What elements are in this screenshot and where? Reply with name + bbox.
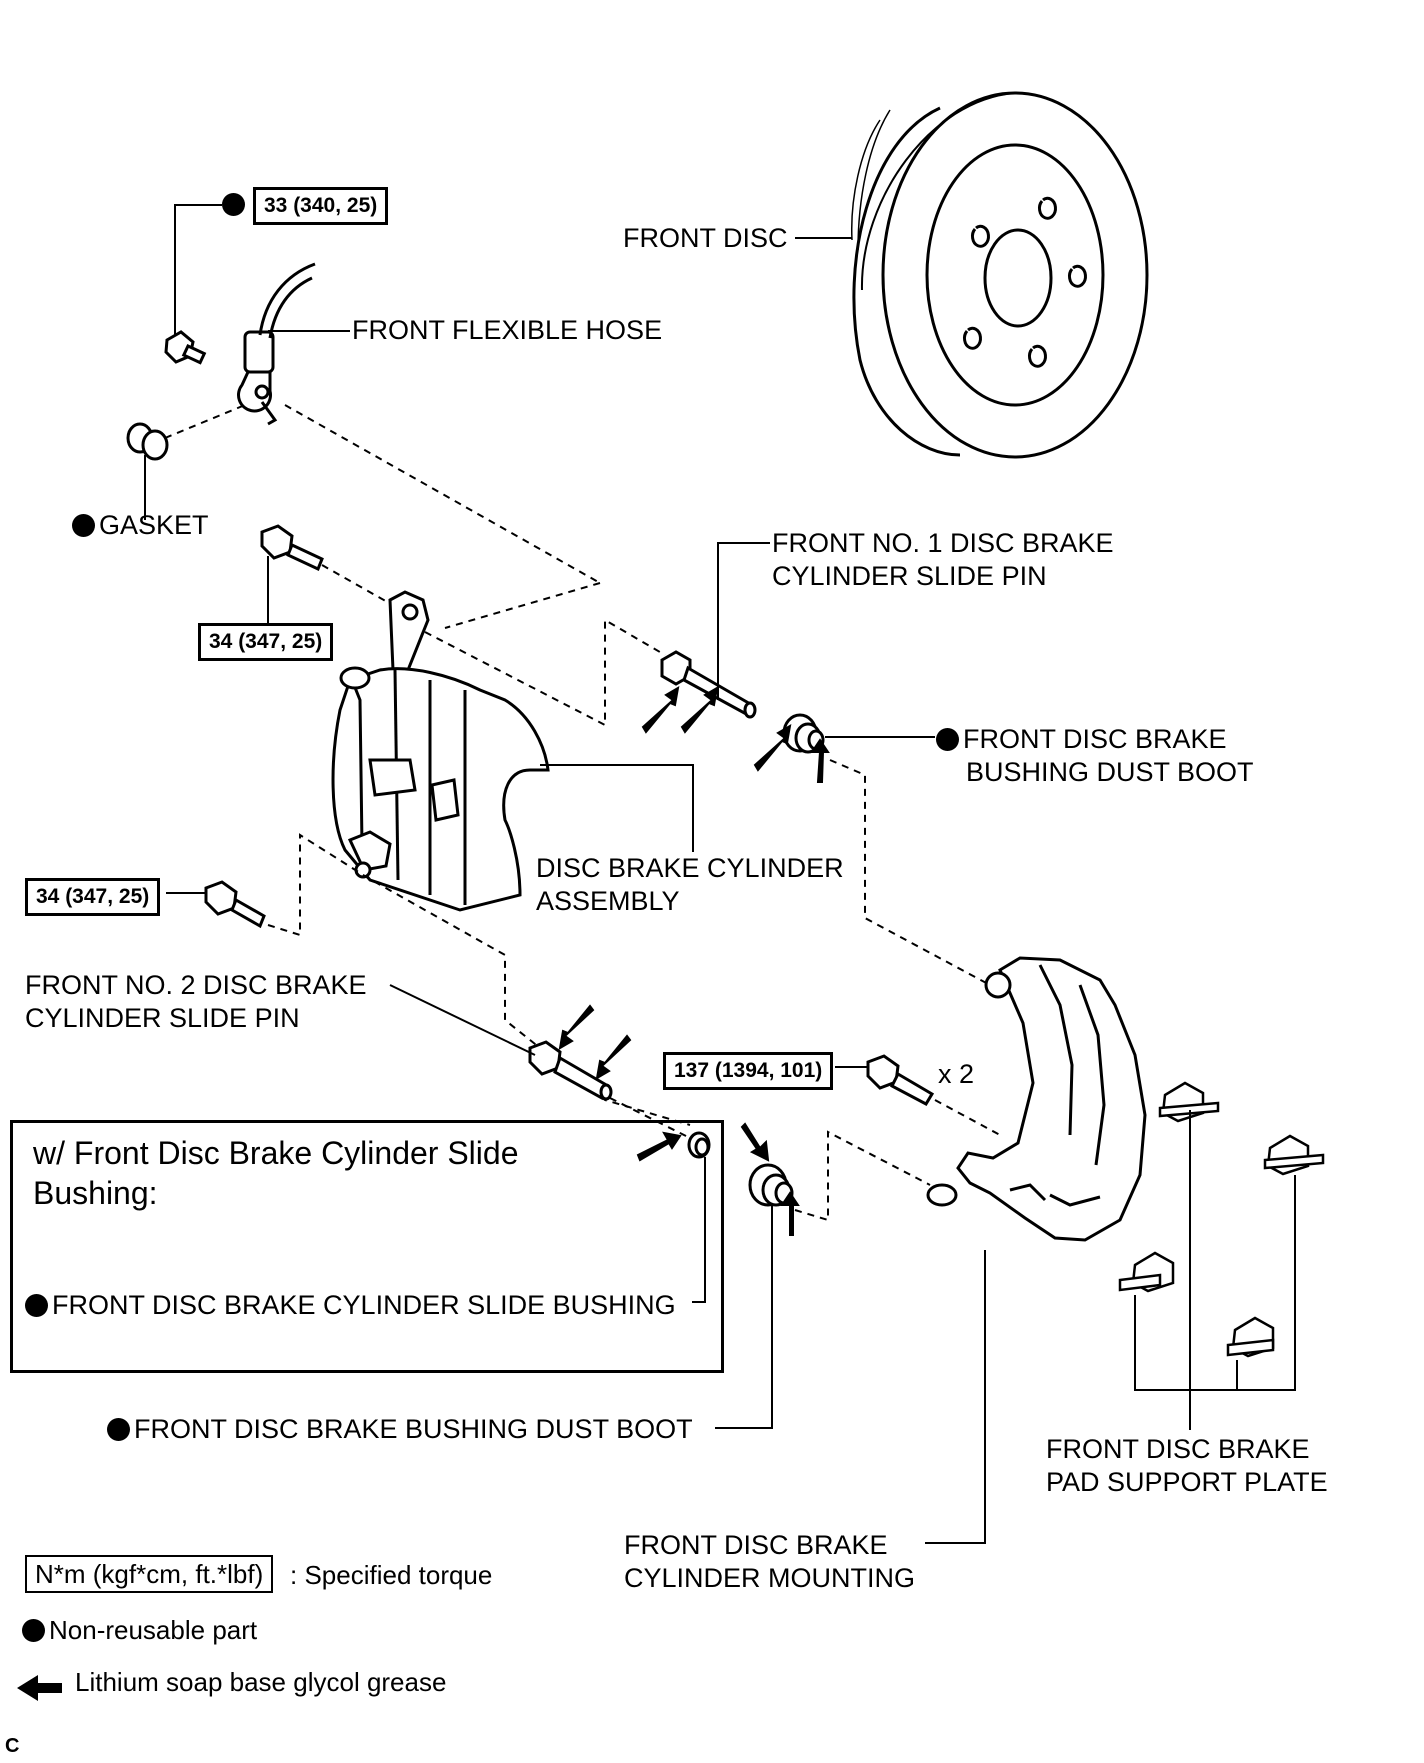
slide-pin-2-dash xyxy=(609,1097,691,1139)
slide-bushing-leader xyxy=(692,1157,706,1303)
lower-caliper-bolt-drawing xyxy=(204,880,266,929)
non-reusable-dot-icon xyxy=(72,514,95,537)
slide-pin-1-label: FRONT NO. 1 DISC BRAKE CYLINDER SLIDE PI… xyxy=(772,527,1114,593)
slide-pin-1-leader xyxy=(717,542,770,700)
pad-support-plates-drawing xyxy=(1118,1081,1325,1358)
mounting-bolt-dash xyxy=(934,1099,1001,1136)
grease-arrows xyxy=(558,686,830,1236)
caliper-leader xyxy=(540,764,694,852)
front-disc-label: FRONT DISC xyxy=(623,223,788,253)
legend-torque-unit-box: N*m (kgf*cm, ft.*lbf) xyxy=(25,1555,274,1593)
non-reusable-dot-icon xyxy=(107,1418,130,1441)
cylinder-assembly-line-2: ASSEMBLY xyxy=(536,886,680,916)
legend-torque-desc: : Specified torque xyxy=(290,1560,493,1590)
pad-support-plate-label: FRONT DISC BRAKE PAD SUPPORT PLATE xyxy=(1046,1433,1328,1499)
slide-bushing-drawing xyxy=(687,1131,711,1159)
hose-dashed-lines xyxy=(164,404,601,629)
gasket-text: GASKET xyxy=(99,510,209,540)
caliper-drawing xyxy=(331,590,550,912)
legend-grease-arrow-icon xyxy=(17,1675,62,1701)
slide-pin-2-leader xyxy=(389,984,536,1056)
slide-pin-1-dashed xyxy=(424,618,666,727)
hose-bolt-leader xyxy=(174,204,222,335)
legend-non-reusable-dot-icon xyxy=(22,1619,45,1642)
legend-grease: Lithium soap base glycol grease xyxy=(75,1667,447,1697)
hose-bolt-torque-box: 33 (340, 25) xyxy=(253,187,389,225)
slide-pin-1-drawing xyxy=(660,650,757,719)
legend-non-reusable: Non-reusable part xyxy=(22,1614,257,1647)
hose-bolt-drawing xyxy=(164,330,207,365)
dust-boot-upper-line-1: FRONT DISC BRAKE xyxy=(936,723,1254,756)
slide-pin-2-line-1: FRONT NO. 2 DISC BRAKE xyxy=(25,970,367,1000)
gasket-label: GASKET xyxy=(72,509,209,542)
flexible-hose-drawing xyxy=(237,262,316,426)
cylinder-mounting-label: FRONT DISC BRAKE CYLINDER MOUNTING xyxy=(624,1529,915,1595)
dust-boot-upper-text-1: FRONT DISC BRAKE xyxy=(963,724,1227,754)
dust-boot-lower-drawing xyxy=(748,1163,794,1207)
non-reusable-dot-icon xyxy=(936,728,959,751)
lower-caliper-bolt-torque-box: 34 (347, 25) xyxy=(25,878,161,916)
slide-pin-2-line-2: CYLINDER SLIDE PIN xyxy=(25,1003,300,1033)
dust-boot-upper-line-2: BUSHING DUST BOOT xyxy=(966,757,1254,787)
lower-boot-dashed xyxy=(794,1130,931,1222)
legend-non-reusable-text: Non-reusable part xyxy=(49,1615,258,1645)
cylinder-assembly-label: DISC BRAKE CYLINDER ASSEMBLY xyxy=(536,852,844,918)
upper-caliper-bolt-torque-box: 34 (347, 25) xyxy=(198,623,334,661)
slide-bushing-note-box: w/ Front Disc Brake Cylinder Slide Bushi… xyxy=(10,1120,724,1373)
upper-caliper-bolt-drawing xyxy=(260,524,324,572)
front-flexible-hose-label: FRONT FLEXIBLE HOSE xyxy=(352,315,663,345)
slide-pin-1-line-2: CYLINDER SLIDE PIN xyxy=(772,561,1047,591)
dust-boot-lower-leader xyxy=(715,1205,773,1429)
hose-bolt-non-reusable-dot-icon xyxy=(222,193,245,216)
non-reusable-dot-icon xyxy=(25,1294,48,1317)
corner-code: C xyxy=(5,1735,20,1757)
pad-support-line-2: PAD SUPPORT PLATE xyxy=(1046,1467,1328,1497)
lower-caliper-dashed-lines xyxy=(267,833,691,1126)
cylinder-mounting-line-2: CYLINDER MOUNTING xyxy=(624,1563,916,1593)
cylinder-mounting-leader xyxy=(925,1250,986,1544)
slide-pin-2-label: FRONT NO. 2 DISC BRAKE CYLINDER SLIDE PI… xyxy=(25,969,367,1035)
times-two-label: x 2 xyxy=(938,1059,975,1089)
slide-pin-2-drawing xyxy=(528,1040,613,1101)
upper-boot-dashed xyxy=(829,759,991,986)
cylinder-mounting-line-1: FRONT DISC BRAKE xyxy=(624,1530,888,1560)
dust-boot-lower-label: FRONT DISC BRAKE BUSHING DUST BOOT xyxy=(107,1413,693,1446)
pad-support-line-1: FRONT DISC BRAKE xyxy=(1046,1434,1310,1464)
cylinder-mounting-drawing xyxy=(926,956,1147,1242)
gasket-drawing xyxy=(126,422,169,461)
note-box-item: FRONT DISC BRAKE CYLINDER SLIDE BUSHING xyxy=(25,1289,676,1322)
note-box-item-text: FRONT DISC BRAKE CYLINDER SLIDE BUSHING xyxy=(52,1290,676,1320)
front-disc-drawing xyxy=(850,91,1149,459)
dust-boot-upper-label: FRONT DISC BRAKE BUSHING DUST BOOT xyxy=(936,723,1254,789)
dust-boot-lower-text: FRONT DISC BRAKE BUSHING DUST BOOT xyxy=(134,1414,693,1444)
cylinder-assembly-line-1: DISC BRAKE CYLINDER xyxy=(536,853,844,883)
pad-support-leaders xyxy=(1134,1110,1296,1430)
mounting-bolt-torque-box: 137 (1394, 101) xyxy=(663,1052,834,1090)
mounting-bolt-drawing xyxy=(866,1054,935,1106)
slide-pin-1-line-1: FRONT NO. 1 DISC BRAKE xyxy=(772,528,1114,558)
note-box-title: w/ Front Disc Brake Cylinder Slide Bushi… xyxy=(33,1135,519,1211)
